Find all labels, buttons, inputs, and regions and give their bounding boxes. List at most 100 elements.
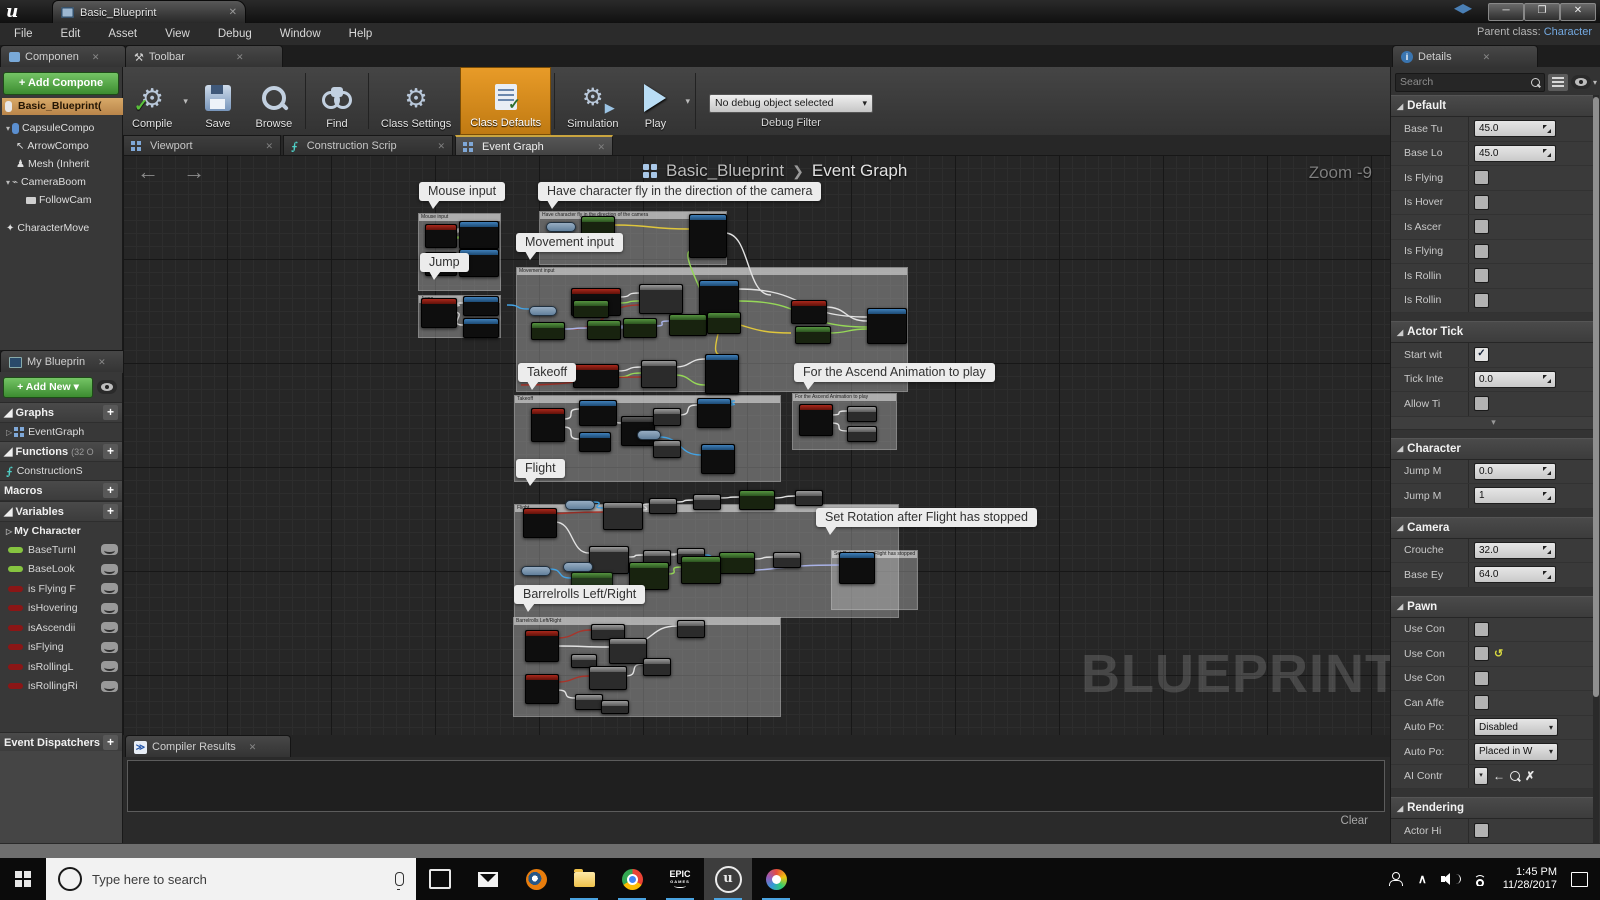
number-field[interactable]: 0.0 xyxy=(1474,370,1556,388)
graph-node-red[interactable] xyxy=(523,508,557,538)
graph-node-red[interactable] xyxy=(525,630,559,662)
component-item-charactermove[interactable]: ✦CharacterMove xyxy=(6,222,90,234)
class-picker-dropdown[interactable]: ▾ xyxy=(1474,767,1488,786)
close-tab-icon[interactable]: ✕ xyxy=(228,7,237,18)
graph-tab-construction-scrip[interactable]: ⨍Construction Scrip✕ xyxy=(283,135,453,156)
variable-visibility-icon[interactable] xyxy=(101,680,118,692)
menu-item-edit[interactable]: Edit xyxy=(60,28,81,40)
graph-node-gray[interactable] xyxy=(575,694,603,710)
graph-node-red[interactable] xyxy=(573,364,619,388)
details-section-camera[interactable]: ◢Camera xyxy=(1391,516,1596,539)
graph-node-gray[interactable] xyxy=(677,620,705,638)
variable-row-isascendii[interactable]: isAscendii xyxy=(0,618,122,638)
event-graph-canvas[interactable]: ← → Basic_Blueprint ❯ Event Graph Zoom -… xyxy=(123,155,1390,735)
details-search-input[interactable]: Search xyxy=(1395,72,1545,92)
menu-item-file[interactable]: File xyxy=(14,28,33,40)
function-item-construction-script[interactable]: ⨍ConstructionS xyxy=(6,464,83,478)
graph-node-gray[interactable] xyxy=(641,360,677,388)
variable-visibility-icon[interactable] xyxy=(101,641,118,653)
checkbox[interactable] xyxy=(1474,243,1489,259)
comment-bubble-takeoff[interactable]: Takeoff xyxy=(518,363,577,390)
toolbar-button-class-settings[interactable]: ⚙Class Settings xyxy=(380,83,452,130)
graph-node-gray[interactable] xyxy=(649,498,677,514)
graph-item-eventgraph[interactable]: ▷EventGraph xyxy=(6,426,85,438)
checkbox[interactable] xyxy=(1474,670,1489,686)
toolbar-button-compile[interactable]: ⚙✓Compile xyxy=(132,83,173,130)
variable-row-isrollingri[interactable]: isRollingRi xyxy=(0,677,122,697)
checkbox[interactable] xyxy=(1474,170,1489,186)
toolbar-button-browse[interactable]: Browse xyxy=(246,67,302,135)
taskbar-search[interactable]: Type here to search xyxy=(46,858,416,900)
tab-compiler-results[interactable]: ≫ Compiler Results✕ xyxy=(125,735,291,758)
forward-arrow-icon[interactable]: → xyxy=(183,159,206,184)
variable-visibility-icon[interactable] xyxy=(101,544,118,556)
search-visibility-icon[interactable] xyxy=(97,380,117,394)
component-item-arrowcompo[interactable]: ↖ArrowCompo xyxy=(16,140,89,152)
menu-item-window[interactable]: Window xyxy=(279,28,321,40)
comment-bubble-mouse-input[interactable]: Mouse input xyxy=(419,182,506,209)
graph-node-green[interactable] xyxy=(719,552,755,574)
graph-node-green[interactable] xyxy=(681,556,721,584)
graph-node-capsule[interactable] xyxy=(521,566,551,576)
graph-node-gray[interactable] xyxy=(589,546,629,574)
variables-header-add-button[interactable]: + xyxy=(103,504,118,519)
graph-node-gray[interactable] xyxy=(589,666,627,690)
functions-header-add-button[interactable]: + xyxy=(103,444,118,459)
task-icon-unreal[interactable]: u xyxy=(704,858,752,900)
toolbar-button-class-defaults[interactable]: ✓Class Defaults xyxy=(460,67,552,135)
tab-details[interactable]: i Details✕ xyxy=(1392,45,1538,68)
graph-node-green[interactable] xyxy=(623,318,657,338)
graph-node-gray[interactable] xyxy=(847,406,877,422)
graph-node-gray[interactable] xyxy=(653,408,681,426)
graph-node-gray[interactable] xyxy=(603,502,643,530)
graph-node-blue[interactable] xyxy=(701,444,735,474)
component-item-mesh-inherit[interactable]: ♟Mesh (Inherit xyxy=(16,158,90,170)
graph-node-capsule[interactable] xyxy=(563,562,593,572)
graph-node-blue[interactable] xyxy=(463,296,499,316)
dropdown-disabled[interactable]: Disabled▾ xyxy=(1474,718,1558,737)
tab-my-blueprint[interactable]: My Blueprin✕ xyxy=(0,350,128,373)
comment-bubble-have-character-fly-in-the-direction-of-the-camera[interactable]: Have character fly in the direction of t… xyxy=(538,182,822,209)
graph-node-blue[interactable] xyxy=(689,214,727,258)
dropdown-placed-in-w[interactable]: Placed in W▾ xyxy=(1474,742,1558,761)
comment-bubble-barrelrolls-left-right[interactable]: Barrelrolls Left/Right xyxy=(514,585,646,612)
graph-node-red[interactable] xyxy=(425,224,457,248)
add-new-button[interactable]: + Add New ▾ xyxy=(3,376,93,398)
graph-node-gray[interactable] xyxy=(591,624,625,640)
graph-node-red[interactable] xyxy=(525,674,559,704)
graph-node-blue[interactable] xyxy=(579,432,611,452)
variable-visibility-icon[interactable] xyxy=(101,563,118,575)
graph-tab-event-graph[interactable]: Event Graph✕ xyxy=(455,135,613,157)
details-section-default[interactable]: ◢Default xyxy=(1391,95,1596,117)
variable-visibility-icon[interactable] xyxy=(101,583,118,595)
toolbar-button-find[interactable]: Find xyxy=(309,67,365,135)
toolbar-button-save[interactable]: Save xyxy=(190,67,246,135)
microphone-icon[interactable] xyxy=(395,872,404,890)
minimize-button[interactable]: ─ xyxy=(1488,3,1524,21)
graph-node-gray[interactable] xyxy=(639,284,683,314)
property-matrix-button[interactable] xyxy=(1547,73,1568,91)
menu-item-debug[interactable]: Debug xyxy=(217,28,252,40)
use-selected-icon[interactable]: ← xyxy=(1493,769,1505,784)
graph-node-green[interactable] xyxy=(573,300,609,318)
variable-visibility-icon[interactable] xyxy=(101,602,118,614)
variable-row-baselook[interactable]: BaseLook xyxy=(0,560,122,580)
checkbox[interactable] xyxy=(1474,194,1489,210)
graph-tab-viewport[interactable]: Viewport✕ xyxy=(123,135,281,156)
graph-node-gray[interactable] xyxy=(795,490,823,506)
variable-row-is-flying-f[interactable]: is Flying F xyxy=(0,579,122,599)
compile-dropdown-arrow[interactable]: ▾ xyxy=(183,95,188,106)
graph-node-gray[interactable] xyxy=(847,426,877,442)
debug-object-dropdown[interactable]: No debug object selected▾ xyxy=(709,94,874,113)
menu-item-help[interactable]: Help xyxy=(348,28,373,40)
component-item-cameraboom[interactable]: ▾⌁CameraBoom xyxy=(6,176,86,188)
comment-bubble-set-rotation-after-flight-has-stopped[interactable]: Set Rotation after Flight has stopped xyxy=(816,508,1037,535)
checkbox[interactable] xyxy=(1474,621,1489,637)
checkbox[interactable]: ✓ xyxy=(1474,347,1489,363)
graph-node-red[interactable] xyxy=(799,404,833,436)
comment-box-for-the-ascend-animation-to-play[interactable]: For the Ascend Animation to play xyxy=(792,393,897,450)
action-center-icon[interactable] xyxy=(1571,871,1588,887)
graph-node-capsule[interactable] xyxy=(546,222,576,232)
checkbox[interactable] xyxy=(1474,268,1489,284)
graph-node-gray[interactable] xyxy=(653,440,681,458)
